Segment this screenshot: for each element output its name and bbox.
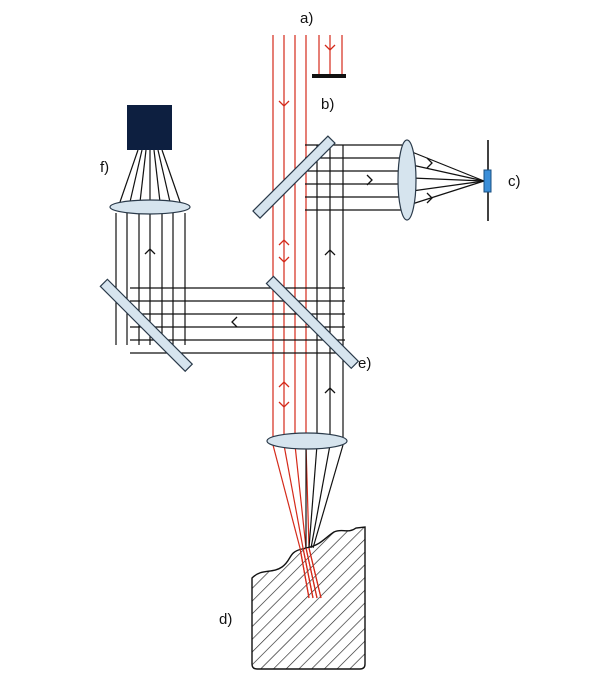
- laser-arrow-up: [278, 239, 290, 246]
- laser-arrow-down: [278, 401, 290, 408]
- optics-layer: [99, 74, 492, 670]
- label-b: b): [321, 96, 335, 113]
- camera-converge-line: [153, 149, 161, 203]
- signal-arrow-left: [231, 316, 238, 328]
- hatched-sample: [251, 526, 366, 670]
- label-e: e): [358, 355, 372, 372]
- camera-converge-line: [119, 149, 139, 203]
- arrow-layer: [144, 44, 433, 408]
- signal-focus-line: [310, 444, 331, 549]
- camera-converge-line: [157, 149, 171, 203]
- laser-focus-line: [294, 444, 307, 549]
- folding-mirror: [99, 278, 194, 373]
- detector-converge-line: [411, 177, 485, 182]
- label-a: a): [300, 10, 314, 27]
- detector-converge-line: [411, 164, 485, 182]
- detector-converge-line: [411, 180, 485, 192]
- detector-converge-line: [411, 151, 485, 182]
- signal-arrow-right: [426, 192, 433, 204]
- laser-scatter-line: [308, 547, 322, 599]
- laser-focus-line: [272, 444, 301, 549]
- beam-splitter-b: [252, 135, 336, 219]
- camera-converge-line: [129, 149, 143, 203]
- beam-splitter-e: [265, 275, 360, 370]
- sample-hatch-fill: [252, 527, 365, 669]
- laser-scatter-line: [305, 547, 318, 599]
- laser-scatter-line: [299, 547, 310, 599]
- laser-focus-line: [283, 444, 304, 549]
- laser-arrow-down: [278, 256, 290, 263]
- objective-lens: [266, 432, 348, 450]
- camera-converge-line: [139, 149, 147, 203]
- detector-converge-line: [411, 180, 485, 205]
- signal-focus-line: [312, 444, 344, 549]
- label-c: c): [508, 173, 521, 190]
- signal-arrow-up: [144, 248, 156, 255]
- laser-arrow-down: [324, 44, 336, 51]
- signal-arrow-up: [324, 249, 336, 256]
- signal-focus-line: [308, 444, 318, 549]
- detector-lens: [397, 139, 417, 221]
- laser-arrow-up: [278, 381, 290, 388]
- signal-arrow-right: [426, 157, 433, 169]
- photodetector-icon: [483, 169, 492, 193]
- camera-block: [127, 105, 172, 150]
- label-f: f): [100, 159, 110, 176]
- laser-arrow-down: [278, 100, 290, 107]
- camera-lens: [109, 199, 191, 215]
- signal-arrow-right: [366, 174, 373, 186]
- signal-arrow-up: [324, 387, 336, 394]
- camera-converge-line: [161, 149, 181, 203]
- laser-scatter-line: [302, 547, 314, 599]
- label-d: d): [219, 611, 233, 628]
